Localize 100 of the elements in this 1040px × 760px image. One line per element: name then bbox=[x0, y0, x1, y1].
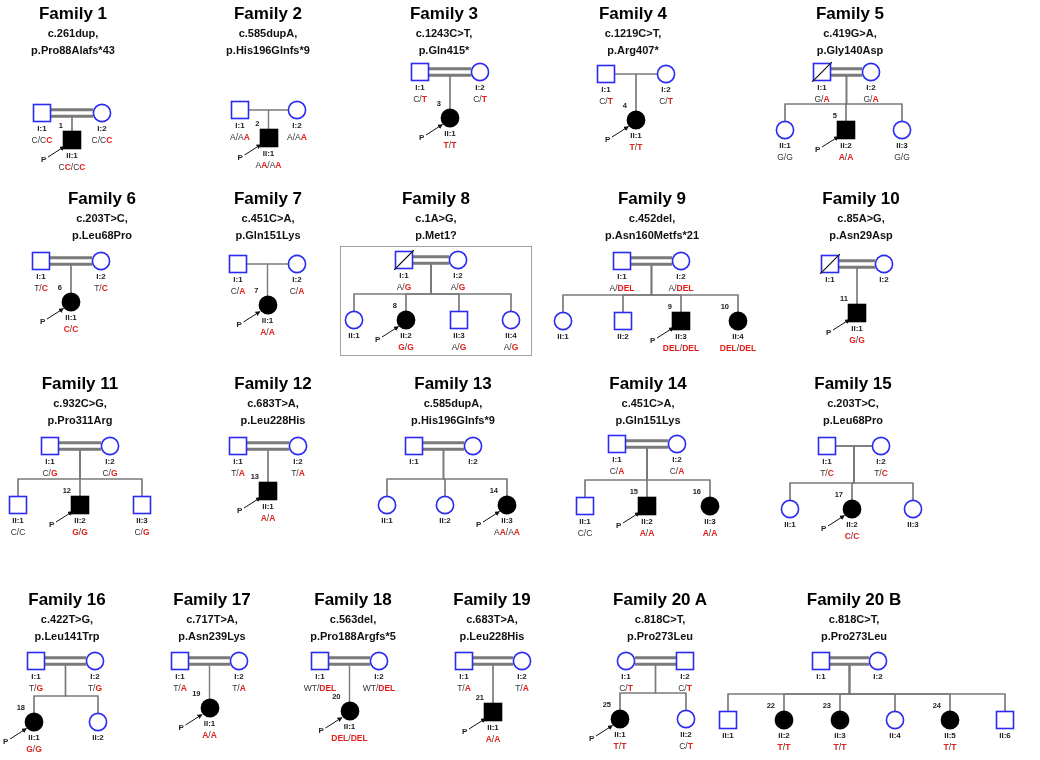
individual-id: II:1 bbox=[262, 149, 275, 159]
variant-label: c.203T>C, bbox=[827, 396, 879, 410]
genotype-label: T/T bbox=[613, 741, 627, 751]
female-circle-symbol bbox=[92, 103, 112, 123]
descent-line bbox=[845, 74, 903, 122]
family-title: Family 16 bbox=[28, 590, 106, 610]
genotype-label: C/C bbox=[10, 527, 26, 537]
variant-label: c.1A>G, bbox=[415, 211, 457, 225]
edge-label: P bbox=[650, 336, 656, 345]
variant-label: c.683T>A, bbox=[247, 396, 299, 410]
individual-id: I:1 bbox=[37, 124, 47, 134]
variant-label: p.Leu68Pro bbox=[823, 413, 883, 427]
individual-id: II:2 bbox=[92, 733, 104, 743]
edge-label: P bbox=[815, 145, 821, 154]
affected-female-circle-symbol bbox=[497, 495, 517, 515]
female-circle-symbol bbox=[369, 651, 389, 671]
genotype-label: C/A bbox=[230, 286, 246, 296]
individual-id: I:1 bbox=[36, 272, 46, 282]
individual-id: II:2 bbox=[778, 731, 790, 741]
female-circle-symbol bbox=[553, 311, 573, 331]
affected-female-circle-symbol bbox=[396, 310, 416, 330]
genotype-label: G/G bbox=[398, 342, 414, 352]
individual-id: I:2 bbox=[105, 457, 115, 467]
individual-id: I:2 bbox=[293, 457, 303, 467]
individual-id: II:2 bbox=[680, 730, 692, 740]
individual-id: I:2 bbox=[453, 271, 463, 281]
genotype-label: C/C bbox=[63, 324, 79, 334]
male-square-symbol bbox=[230, 100, 250, 120]
genotype-label: C/CC bbox=[91, 135, 113, 145]
genotype-label: T/G bbox=[87, 683, 103, 693]
genotype-label: T/C bbox=[34, 283, 48, 293]
proband-arrow bbox=[611, 126, 629, 138]
affected-female-circle-symbol bbox=[830, 710, 850, 730]
genotype-label: A/G bbox=[450, 282, 466, 292]
affected-female-circle-symbol bbox=[339, 701, 360, 721]
individual-id: II:6 bbox=[999, 731, 1011, 741]
female-circle-symbol bbox=[287, 254, 307, 274]
genotype-label: T/A bbox=[232, 683, 246, 693]
individual-id: I:1 bbox=[612, 455, 622, 465]
individual-id: II:1 bbox=[444, 129, 456, 139]
male-square-symbol bbox=[228, 436, 248, 456]
proband-arrow bbox=[425, 124, 443, 136]
genotype-label: G/G bbox=[72, 527, 88, 537]
female-circle-symbol bbox=[229, 651, 249, 671]
variant-label: p.Asn239Lys bbox=[178, 629, 246, 643]
individual-id: II:3 bbox=[453, 331, 465, 341]
individual-id: II:1 bbox=[630, 131, 642, 141]
individual-id: II:1 bbox=[348, 331, 360, 341]
genotype-label: G/G bbox=[849, 335, 865, 345]
affected-female-circle-symbol bbox=[700, 496, 720, 516]
male-square-symbol bbox=[607, 434, 627, 454]
edge-label: P bbox=[821, 524, 827, 533]
affected-female-circle-symbol bbox=[610, 709, 630, 729]
female-circle-symbol bbox=[512, 651, 532, 671]
genotype-label: C/T bbox=[619, 683, 633, 693]
descent-line bbox=[856, 266, 876, 305]
individual-id: II:2 bbox=[617, 332, 629, 342]
individual-id: I:1 bbox=[235, 121, 245, 131]
male-square-symbol bbox=[8, 495, 28, 515]
descent-line bbox=[449, 74, 472, 110]
genotype-label: A/A bbox=[202, 730, 217, 740]
individual-id: I:2 bbox=[873, 672, 883, 682]
male-square-symbol bbox=[449, 310, 469, 330]
genotype-label: A/DEL bbox=[668, 283, 694, 293]
edge-label: P bbox=[40, 317, 46, 326]
female-circle-symbol bbox=[903, 499, 923, 519]
genotype-label: A/A bbox=[838, 152, 854, 162]
descent-line bbox=[348, 663, 371, 703]
family-title: Family 13 bbox=[414, 374, 492, 394]
family-title: Family 3 bbox=[410, 4, 478, 24]
male-square-symbol bbox=[228, 254, 248, 274]
individual-id: II:1 bbox=[262, 502, 274, 512]
variant-label: c.585dupA, bbox=[423, 396, 483, 410]
affected-female-circle-symbol bbox=[24, 712, 44, 732]
male-square-symbol bbox=[718, 710, 738, 730]
female-circle-symbol bbox=[780, 499, 800, 519]
individual-id: I:1 bbox=[409, 457, 419, 467]
family-title: Family 8 bbox=[402, 189, 470, 209]
edge-label: P bbox=[237, 506, 243, 515]
genotype-label: C/CC bbox=[31, 135, 53, 145]
descent-line bbox=[650, 263, 739, 313]
proband-arrow bbox=[243, 497, 261, 509]
female-circle-symbol bbox=[885, 710, 905, 730]
male-square-symbol bbox=[40, 436, 60, 456]
edge-label: P bbox=[318, 726, 324, 735]
female-circle-symbol bbox=[448, 250, 468, 270]
individual-id: I:1 bbox=[817, 83, 827, 93]
affected-female-circle-symbol bbox=[728, 311, 748, 331]
female-circle-symbol bbox=[377, 495, 397, 515]
individual-id: II:1 bbox=[779, 141, 791, 151]
individual-id: II:2 bbox=[641, 517, 653, 527]
family-title: Family 11 bbox=[41, 374, 119, 394]
genotype-label: A/AA bbox=[287, 132, 307, 142]
genotype-label: AA/AA bbox=[494, 527, 520, 537]
female-circle-symbol bbox=[868, 651, 888, 671]
female-circle-symbol bbox=[676, 709, 696, 729]
individual-id: II:1 bbox=[12, 516, 24, 526]
edge-label: P bbox=[237, 153, 243, 162]
individual-id: I:2 bbox=[876, 457, 886, 467]
edge-label: P bbox=[178, 723, 184, 732]
